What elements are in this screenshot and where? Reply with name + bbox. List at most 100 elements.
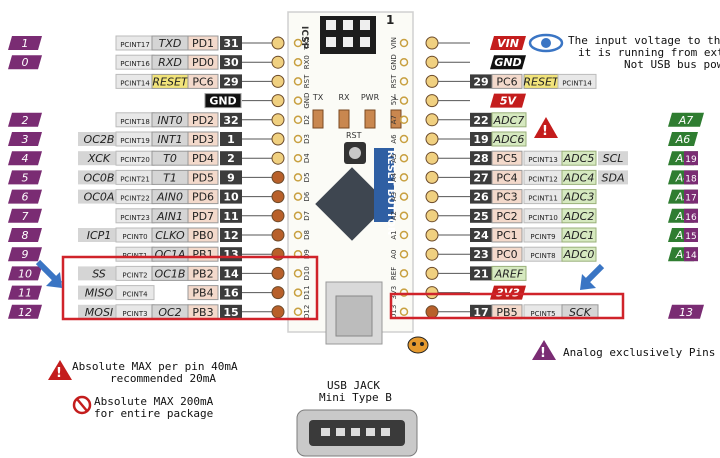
port-pc0-label: PC0 bbox=[496, 248, 517, 261]
max-package-note: Absolute MAX 200mA bbox=[94, 395, 214, 408]
arduino-pin-11: 11 bbox=[8, 285, 42, 300]
pcint-pcint23-label: PCINT23 bbox=[120, 214, 150, 222]
right-arrow-head-icon bbox=[580, 274, 596, 290]
usb-contact bbox=[321, 428, 330, 436]
board-pin-rst bbox=[293, 77, 303, 86]
function-t0-label: T0 bbox=[163, 152, 177, 165]
board-label-a4: A4 bbox=[390, 172, 398, 182]
function-adc0-label: ADC0 bbox=[563, 248, 595, 261]
left-header-pin bbox=[271, 170, 285, 184]
power-5v: 5V bbox=[490, 93, 526, 108]
max-pin-warning-icon: ! bbox=[48, 360, 72, 381]
chip-pin-16-label: 16 bbox=[223, 287, 239, 300]
alt-function-miso: MISO bbox=[78, 285, 120, 300]
board-pin-d6 bbox=[293, 192, 303, 201]
arduino-pin-13-label: 13 bbox=[679, 306, 693, 319]
digital-alias-19: 19 bbox=[684, 151, 698, 166]
arduino-pin-2-label: 2 bbox=[22, 114, 29, 127]
chip-pin-15-label: 15 bbox=[223, 306, 238, 319]
arduino-pin-4-label: 4 bbox=[22, 152, 29, 165]
port-pd1-label: PD1 bbox=[192, 37, 214, 50]
board-label-a3: A3 bbox=[390, 192, 398, 201]
icsp-pin bbox=[326, 37, 336, 47]
usb-jack-icon bbox=[296, 409, 418, 457]
arduino-pin-11-label: 11 bbox=[18, 287, 32, 300]
chip-pin-2-label: 2 bbox=[227, 152, 235, 165]
max-pin-note: Absolute MAX per pin 40mA bbox=[72, 360, 238, 373]
pcint-pcint0-label: PCINT0 bbox=[122, 233, 147, 241]
port-pb4-label: PB4 bbox=[192, 287, 213, 300]
pcint-pcint3-label: PCINT3 bbox=[122, 310, 147, 318]
port-pd3-label: PD3 bbox=[192, 133, 214, 146]
alt-function-oc0a: OC0A bbox=[78, 189, 120, 204]
led-label-l: L bbox=[394, 93, 399, 102]
chip-pin-9: 9 bbox=[220, 170, 242, 185]
mascot-icon bbox=[407, 336, 429, 354]
digital-alias-19-label: 19 bbox=[685, 155, 697, 165]
icsp-pin bbox=[360, 20, 370, 30]
digital-alias-17-label: 17 bbox=[685, 194, 696, 204]
input-voltage-note: The input voltage to the board whenit is… bbox=[568, 34, 720, 71]
max-package-sub: for entire package bbox=[94, 407, 213, 420]
board-label-gnd: GND bbox=[390, 54, 398, 70]
led-label-tx: TX bbox=[312, 93, 324, 102]
pcint-pcint11-label: PCINT11 bbox=[528, 195, 558, 203]
function-txd: TXD bbox=[151, 35, 189, 51]
function-sck-label: SCK bbox=[569, 306, 592, 319]
port-pc0: PC0 bbox=[491, 246, 523, 262]
left-header-pin bbox=[271, 94, 285, 108]
chip-pin-11-label: 11 bbox=[223, 210, 238, 223]
board-label-d3: D3 bbox=[303, 134, 311, 144]
chip-pin-23-label: 23 bbox=[473, 248, 488, 261]
port-pb2-label: PB2 bbox=[192, 267, 213, 280]
function-adc1: ADC1 bbox=[561, 227, 597, 243]
rst-label: RST bbox=[346, 131, 362, 140]
alt-function-xck-label: XCK bbox=[87, 152, 111, 165]
pcint-pcint22-label: PCINT22 bbox=[120, 195, 150, 203]
port-pc6-label: PC6 bbox=[496, 75, 517, 88]
chip-pin-12: 12 bbox=[220, 228, 242, 242]
power-3v3: 3V3 bbox=[490, 285, 526, 300]
function-oc1a-label: OC1A bbox=[155, 248, 186, 261]
pcint-pcint4-label: PCINT4 bbox=[122, 291, 148, 299]
function-int1: INT1 bbox=[151, 131, 189, 147]
chip-pin-10-label: 10 bbox=[223, 191, 239, 204]
port-pd0: PD0 bbox=[187, 54, 219, 70]
board-pin-d3 bbox=[293, 134, 303, 144]
board-pin-rx0 bbox=[293, 57, 303, 67]
pcint-pcint21-label: PCINT21 bbox=[120, 175, 150, 183]
port-pd2: PD2 bbox=[187, 112, 219, 128]
chip-pin-17: 17 bbox=[470, 304, 492, 319]
led-rx bbox=[338, 109, 350, 129]
board-pin-a3 bbox=[399, 192, 409, 201]
function-adc4: ADC4 bbox=[561, 169, 597, 185]
pcint-pcint18-label: PCINT18 bbox=[120, 118, 150, 126]
led-tx bbox=[312, 109, 324, 129]
chip-pin-32: 32 bbox=[220, 112, 242, 127]
spi-highlight-right bbox=[389, 292, 625, 320]
board-pin-a6 bbox=[399, 134, 409, 144]
chip-pin-28-label: 28 bbox=[473, 152, 488, 165]
right-header-pin bbox=[425, 209, 439, 223]
icsp-pin1-label: 1 bbox=[386, 13, 394, 27]
port-pd6: PD6 bbox=[187, 189, 219, 205]
port-pb3-label: PB3 bbox=[192, 306, 213, 319]
alt-function-sda: SDA bbox=[598, 170, 628, 185]
chip-pin-30-label: 30 bbox=[223, 56, 239, 69]
port-pc2: PC2 bbox=[491, 208, 523, 224]
alt-function-oc2b-label: OC2B bbox=[84, 133, 115, 146]
function-oc1b-label: OC1B bbox=[155, 267, 186, 280]
arduino-pin-9: 9 bbox=[8, 247, 42, 262]
pcint-pcint8-label: PCINT8 bbox=[530, 252, 555, 260]
board-pin-vin bbox=[399, 38, 409, 48]
function-txd-label: TXD bbox=[159, 37, 182, 50]
function-int0: INT0 bbox=[151, 112, 189, 128]
arduino-pin-9-label: 9 bbox=[22, 248, 29, 261]
analog-warning-icon: ! bbox=[532, 340, 556, 361]
pcint-pcint5: PCINT5 bbox=[523, 304, 563, 320]
digital-alias-18-label: 18 bbox=[685, 174, 697, 184]
port-pc4: PC4 bbox=[491, 169, 523, 185]
board-label-d11: D11 bbox=[303, 285, 311, 299]
